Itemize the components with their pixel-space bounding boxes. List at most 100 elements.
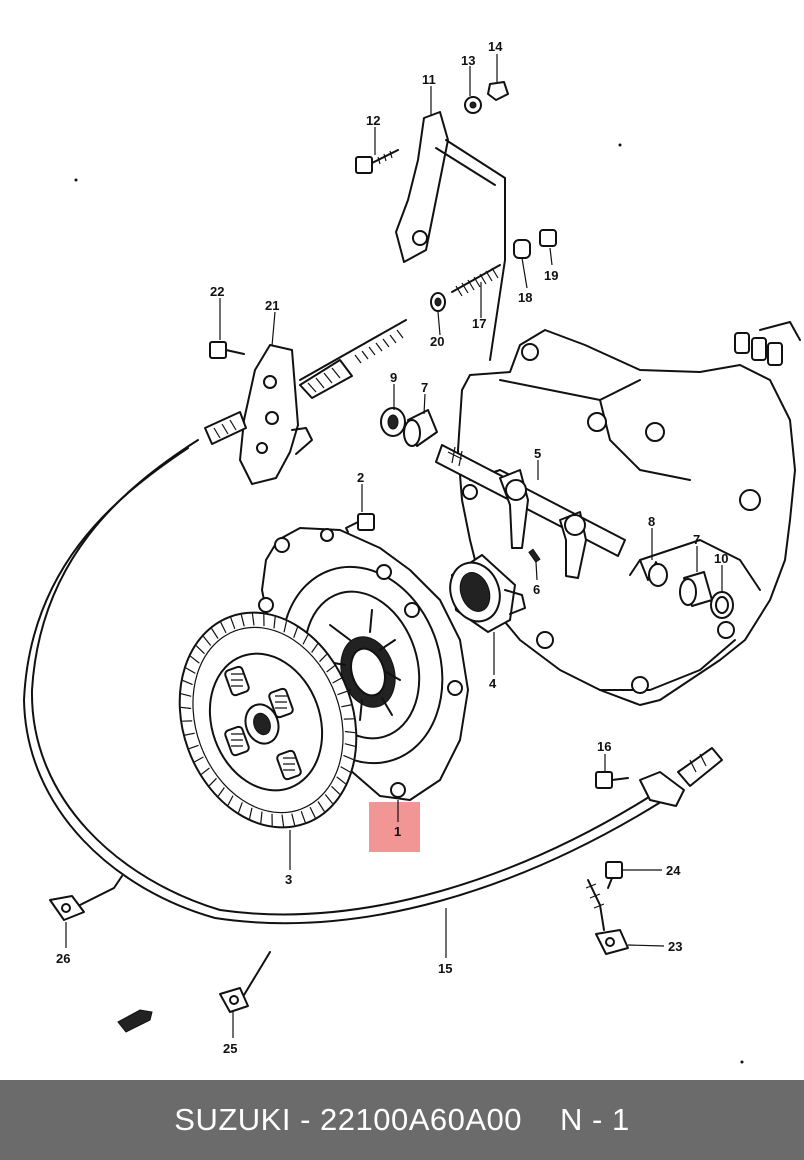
pin <box>528 548 541 563</box>
friction-facing-tick <box>211 628 219 639</box>
bolt-24 <box>605 861 623 889</box>
lever <box>395 111 506 361</box>
bushing-lower <box>629 559 734 619</box>
print-dot <box>618 143 622 147</box>
friction-facing-tick <box>217 787 225 797</box>
clutch-cable <box>23 439 723 925</box>
washer-20 <box>430 292 446 312</box>
clutch-exploded-diagram: 14 13 11 12 19 18 17 20 22 21 9 7 2 5 6 … <box>23 39 801 1064</box>
nut-14 <box>487 81 509 101</box>
friction-facing-tick <box>240 614 245 627</box>
callout-19: 19 <box>544 268 558 283</box>
friction-facing-tick <box>344 743 356 747</box>
clutch-disc <box>178 611 358 829</box>
friction-facing-tick <box>188 744 199 750</box>
friction-facing-tick <box>331 785 341 795</box>
callout-17: 17 <box>472 316 486 331</box>
friction-facing-tick <box>344 730 356 734</box>
friction-facing-tick <box>201 767 210 775</box>
friction-facing-tick <box>283 621 288 633</box>
bolt-16 <box>595 771 629 789</box>
callout-7-lower: 7 <box>693 532 700 547</box>
friction-facing-tick <box>291 813 296 826</box>
friction-facing-tick <box>332 677 342 684</box>
release-shaft <box>435 444 626 579</box>
friction-facing-tick <box>309 806 316 819</box>
callout-9: 9 <box>390 370 397 385</box>
friction-facing-tick <box>237 802 243 813</box>
friction-facing-tick <box>343 754 354 761</box>
nut-19 <box>539 229 557 247</box>
bushing-18 <box>513 239 531 259</box>
callout-25: 25 <box>223 1041 237 1056</box>
spring-17 <box>451 264 501 297</box>
pressure-plate-cover <box>258 527 469 801</box>
callout-26: 26 <box>56 951 70 966</box>
release-bearing <box>449 554 526 633</box>
callout-11: 11 <box>422 72 436 87</box>
friction-facing-tick <box>248 807 253 819</box>
friction-facing-tick <box>227 795 234 806</box>
friction-facing-tick <box>220 621 227 634</box>
callout-14: 14 <box>488 39 503 54</box>
print-dot <box>74 178 78 182</box>
callout-labels: 14 13 11 12 19 18 17 20 22 21 9 7 2 5 6 … <box>56 39 728 1056</box>
friction-facing-tick <box>293 627 299 638</box>
callout-13: 13 <box>461 53 475 68</box>
friction-facing-tick <box>190 655 200 664</box>
friction-facing-tick <box>273 616 276 629</box>
clip-26 <box>49 875 123 921</box>
part-number-footer: SUZUKI - 22100A60A00 N - 1 <box>0 1080 804 1160</box>
callout-16: 16 <box>597 739 611 754</box>
friction-facing-tick <box>194 756 204 763</box>
transmission-housing <box>457 321 801 706</box>
friction-facing-tick <box>302 634 309 645</box>
callout-8: 8 <box>648 514 655 529</box>
diagram-position: N - 1 <box>560 1102 630 1137</box>
leader-lines <box>65 54 723 1038</box>
friction-facing-tick <box>340 766 351 773</box>
friction-facing-tick <box>180 706 192 710</box>
friction-facing-tick <box>281 814 285 827</box>
friction-facing-tick <box>182 679 193 686</box>
clip-25 <box>219 951 271 1013</box>
nut-13 <box>464 96 482 114</box>
bolt-22 <box>209 341 245 359</box>
callout-18: 18 <box>518 290 532 305</box>
friction-facing-tick <box>260 811 263 824</box>
callout-7-upper: 7 <box>421 380 428 395</box>
print-dot <box>740 1060 744 1064</box>
friction-facing-tick <box>326 665 335 673</box>
bolt-2 <box>345 513 375 533</box>
friction-facing-tick <box>185 667 196 674</box>
callout-5: 5 <box>534 446 541 461</box>
friction-facing-tick <box>317 801 325 812</box>
bushing-upper <box>380 407 438 447</box>
friction-facing-tick <box>300 810 306 823</box>
friction-facing-tick <box>184 732 195 736</box>
friction-facing-tick <box>208 777 217 787</box>
callout-1: 1 <box>394 824 401 839</box>
cable-bracket <box>239 344 313 485</box>
friction-facing-tick <box>341 704 352 708</box>
friction-facing-tick <box>336 776 346 785</box>
friction-facing-tick <box>311 643 319 653</box>
friction-facing-tick <box>180 693 192 697</box>
callout-3: 3 <box>285 872 292 887</box>
callout-4: 4 <box>489 676 497 691</box>
callout-10: 10 <box>714 551 728 566</box>
callout-6: 6 <box>533 582 540 597</box>
friction-facing-tick <box>337 690 348 696</box>
friction-facing-tick <box>230 617 236 630</box>
brand-part-number: SUZUKI - 22100A60A00 <box>174 1102 523 1137</box>
friction-facing-tick <box>195 645 205 655</box>
direction-arrow <box>117 1009 153 1033</box>
callout-22: 22 <box>210 284 224 299</box>
callout-12: 12 <box>366 113 380 128</box>
friction-facing-tick <box>324 794 334 804</box>
cable-adjuster <box>204 319 407 445</box>
friction-facing-tick <box>202 636 212 646</box>
return-spring <box>585 879 629 955</box>
callout-24: 24 <box>666 863 681 878</box>
callout-20: 20 <box>430 334 444 349</box>
